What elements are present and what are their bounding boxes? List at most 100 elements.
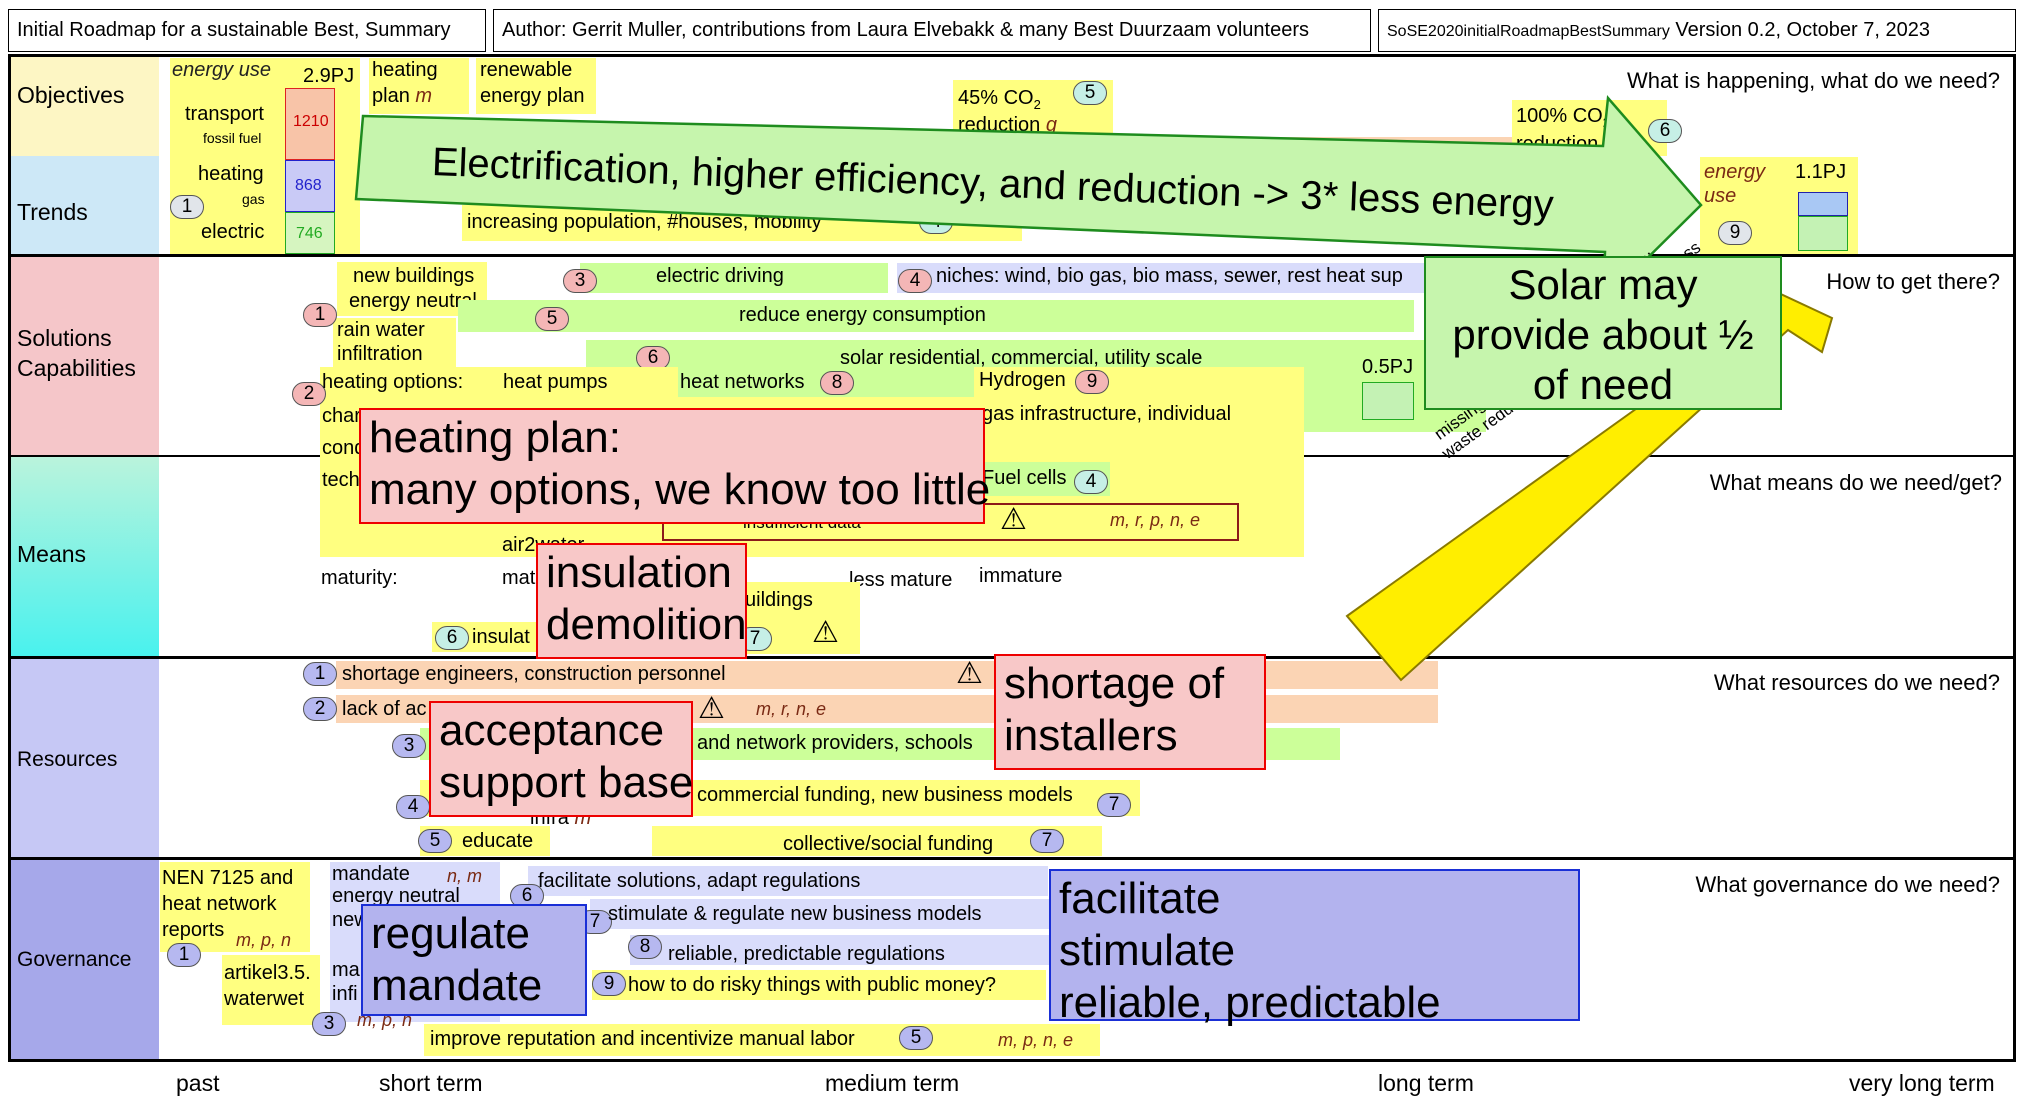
callout-installers: shortage of installers bbox=[994, 654, 1266, 770]
divider-trends-solutions bbox=[8, 254, 2016, 257]
new-buildings-label: new buildings bbox=[353, 265, 475, 287]
warning-icon: ⚠ bbox=[812, 616, 839, 649]
badge-governance-5: 5 bbox=[899, 1026, 933, 1050]
timeline-medium-term: medium term bbox=[825, 1070, 960, 1096]
artikel-label-1: artikel3.5. bbox=[224, 962, 311, 984]
heating-sub: gas bbox=[242, 191, 265, 207]
electric-driving-label: electric driving bbox=[656, 265, 784, 287]
less-mature-label: less mature bbox=[849, 569, 953, 591]
resource-2-tags: m, r, n, e bbox=[756, 699, 827, 719]
question-objectives: What is happening, what do we need? bbox=[1626, 68, 2000, 93]
heating-label: heating bbox=[198, 163, 264, 185]
resource-2-label: lack of ac bbox=[342, 698, 427, 720]
governance-7-box bbox=[590, 899, 1050, 929]
callout-regulate: regulate mandate bbox=[361, 904, 587, 1016]
co2-45-label: 45% CO2 bbox=[958, 87, 1041, 112]
callout-facilitate: facilitate stimulate reliable, predictab… bbox=[1049, 869, 1580, 1027]
badge-resource-6: 7 bbox=[1030, 829, 1064, 853]
heating-options-label: heating options: bbox=[322, 371, 464, 393]
callout-facilitate-line-1: facilitate bbox=[1059, 874, 1221, 923]
callout-solar-line-1: Solar may bbox=[1508, 261, 1698, 308]
artikel-box bbox=[222, 955, 320, 1025]
maturity-label: maturity: bbox=[321, 567, 398, 589]
energy-future-label-2: use bbox=[1704, 185, 1737, 207]
callout-insulation-line-1: insulation bbox=[546, 548, 732, 597]
nen-label-1: NEN 7125 and bbox=[162, 867, 294, 889]
energy-future-total: 1.1PJ bbox=[1795, 161, 1847, 183]
transport-sub: fossil fuel bbox=[203, 130, 262, 146]
question-means: What means do we need/get? bbox=[1709, 470, 2002, 495]
callout-heating-line-2: many options, we know too little bbox=[369, 465, 991, 514]
renewable-plan-box bbox=[476, 58, 596, 114]
heat-pumps-label: heat pumps bbox=[503, 371, 608, 393]
callout-facilitate-line-3: reliable, predictable bbox=[1059, 978, 1441, 1027]
energy-stack-transport bbox=[285, 88, 335, 160]
transport-label: transport bbox=[185, 103, 264, 125]
governance-5-label: improve reputation and incentivize manua… bbox=[430, 1028, 855, 1050]
timeline-very-long-term: very long term bbox=[1849, 1070, 1995, 1096]
row-label-solutions: Solutions bbox=[17, 325, 112, 351]
governance-row-bg bbox=[11, 860, 159, 1059]
artikel-label-2: waterwet bbox=[224, 988, 305, 1010]
governance-8-box bbox=[630, 935, 1050, 965]
callout-solar: Solar may provide about ½ of need bbox=[1424, 256, 1782, 410]
badge-resource-3: 3 bbox=[392, 734, 426, 758]
heating-value: 868 bbox=[295, 177, 322, 194]
tech-label: tech bbox=[322, 469, 360, 491]
badge-resource-2: 2 bbox=[303, 697, 337, 721]
nen-label-3: reports bbox=[162, 919, 225, 941]
objectives-row-bg bbox=[11, 57, 159, 156]
transport-value: 1210 bbox=[293, 113, 329, 130]
nen-box bbox=[160, 862, 310, 952]
electric-driving-box bbox=[580, 263, 888, 293]
timeline-past: past bbox=[176, 1070, 220, 1096]
badge-niches: 4 bbox=[898, 269, 932, 293]
callout-insulation: insulation demolition bbox=[536, 543, 747, 659]
resource-6-box bbox=[652, 826, 1102, 856]
header-title: Initial Roadmap for a sustainable Best, … bbox=[8, 9, 486, 52]
callout-facilitate-line-2: stimulate bbox=[1059, 926, 1236, 975]
heating-plan-box bbox=[369, 58, 469, 114]
header-version-text: Version 0.2, October 7, 2023 bbox=[1675, 19, 1930, 41]
new-buildings-label-2: energy neutral bbox=[349, 290, 477, 312]
callout-installers-line-1: shortage of bbox=[1004, 659, 1225, 708]
immature-label: immature bbox=[979, 565, 1063, 587]
divider-resources-governance bbox=[8, 857, 2016, 860]
energy-use-total: 2.9PJ bbox=[303, 65, 355, 87]
renewable-label: renewable bbox=[480, 59, 573, 81]
badge-electric-driving: 3 bbox=[563, 269, 597, 293]
callout-acceptance: acceptance support base bbox=[429, 701, 693, 817]
electric-label: electric bbox=[201, 221, 265, 243]
insulation-small-label: insulat bbox=[472, 626, 530, 648]
callout-solar-line-3: of need bbox=[1532, 361, 1674, 408]
nen-label-2: heat network bbox=[162, 893, 277, 915]
co2-100-text: 100% CO bbox=[1516, 105, 1603, 127]
resource-1-label: shortage engineers, construction personn… bbox=[342, 663, 726, 685]
niches-box bbox=[897, 263, 1427, 293]
badge-hydrogen: 9 bbox=[1075, 370, 1109, 394]
badge-nen: 1 bbox=[167, 943, 201, 967]
energy-future-stack-heating bbox=[1798, 192, 1848, 216]
badge-resource-4: 4 bbox=[396, 795, 430, 819]
insufficient-data-tags: m, r, p, n, e bbox=[1110, 510, 1201, 530]
buildings-label: uildings bbox=[745, 589, 813, 611]
badge-heat-networks: 8 bbox=[820, 371, 854, 395]
energy-stack-heating bbox=[285, 160, 335, 212]
trend-population-label: increasing population, #houses, mobility bbox=[467, 211, 822, 233]
badge-reduce: 5 bbox=[535, 307, 569, 331]
electric-value: 746 bbox=[296, 225, 323, 242]
heating-plan-label-2: plan m bbox=[372, 84, 432, 108]
badge-insulation: 6 bbox=[435, 626, 469, 650]
header-author: Author: Gerrit Muller, contributions fro… bbox=[493, 9, 1371, 52]
co2-45-tag: g bbox=[1045, 114, 1057, 136]
header-version: SoSE2020initialRoadmapBestSummary Versio… bbox=[1378, 9, 2016, 52]
resource-4-label: commercial funding, new business models bbox=[697, 784, 1073, 806]
warning-icon: ⚠ bbox=[1000, 503, 1027, 536]
governance-8-label: reliable, predictable regulations bbox=[668, 943, 945, 965]
badge-fuel-cells: 4 bbox=[1074, 470, 1108, 494]
energy-future-stack-electric bbox=[1798, 216, 1848, 251]
badge-energy-past: 1 bbox=[170, 195, 204, 219]
rain-label: rain water bbox=[337, 319, 425, 341]
